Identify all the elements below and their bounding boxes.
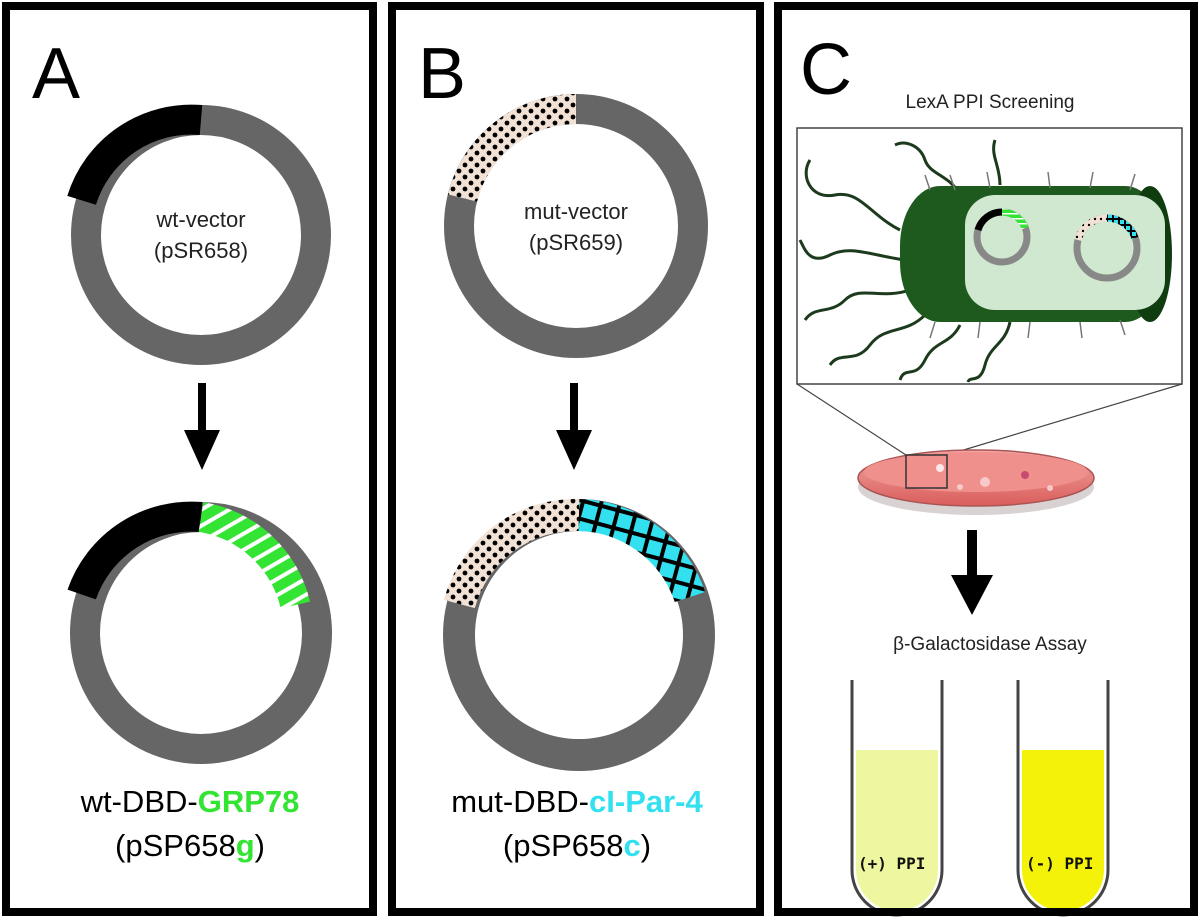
dbd-wt-segment bbox=[67, 104, 203, 206]
panel-a-letter: A bbox=[32, 34, 81, 114]
petri-dish bbox=[857, 449, 1095, 515]
arrow-a bbox=[184, 383, 220, 470]
caption-b-prefix: mut-DBD- bbox=[451, 784, 590, 819]
panel-c bbox=[774, 2, 1198, 916]
grp78-insert bbox=[198, 502, 311, 609]
zoom-line-left bbox=[796, 383, 907, 456]
dbd-wt-segment-2 bbox=[67, 501, 203, 600]
caption-a-id-prefix: (pSP658 bbox=[115, 828, 236, 863]
caption-a-gene: GRP78 bbox=[197, 784, 300, 819]
caption-b-id-suffix-letter: c bbox=[623, 828, 641, 863]
caption-b-id-prefix: (pSP658 bbox=[502, 828, 624, 863]
caption-a-id-close: ) bbox=[254, 828, 265, 863]
caption-b-line2: (pSP658c) bbox=[396, 824, 758, 868]
plasmid-b-name: mut-vector bbox=[524, 199, 628, 224]
tube-positive bbox=[850, 680, 944, 917]
plasmid-grp78 bbox=[67, 501, 332, 764]
caption-a: wt-DBD-GRP78 (pSP658g) bbox=[10, 780, 370, 868]
tube-negative bbox=[1016, 680, 1110, 917]
par4-insert bbox=[578, 499, 706, 603]
dbd-mut-segment bbox=[447, 94, 577, 202]
plasmid-wt-vector bbox=[67, 104, 331, 365]
plasmid-a-label: wt-vector (pSR658) bbox=[101, 204, 301, 266]
cell-plasmid-par4 bbox=[1073, 214, 1141, 282]
arrow-c bbox=[951, 530, 993, 615]
tube-negative-label: (-) PPI bbox=[1026, 854, 1094, 873]
plasmid-mut-vector bbox=[444, 94, 708, 358]
dbd-mut-segment-2 bbox=[443, 498, 580, 609]
caption-a-prefix: wt-DBD- bbox=[80, 784, 198, 819]
panel-a bbox=[2, 2, 377, 916]
screen-title: LexA PPI Screening bbox=[905, 92, 1075, 113]
flagella bbox=[798, 139, 1162, 383]
panel-b-letter: B bbox=[418, 34, 467, 114]
cell-plasmid-grp78 bbox=[973, 208, 1031, 266]
plasmid-a-id: (pSR658) bbox=[153, 238, 249, 263]
caption-b-gene: cI-Par-4 bbox=[589, 784, 703, 819]
caption-a-id-suffix-letter: g bbox=[235, 828, 255, 863]
caption-a-line1: wt-DBD-GRP78 bbox=[10, 780, 370, 824]
panel-c-letter: C bbox=[800, 30, 852, 110]
caption-b: mut-DBD-cI-Par-4 (pSP658c) bbox=[396, 780, 758, 868]
arrow-b bbox=[556, 383, 592, 470]
caption-a-line2: (pSP658g) bbox=[10, 824, 370, 868]
panel-b bbox=[388, 2, 764, 916]
pili bbox=[924, 171, 1136, 339]
tube-positive-label: (+) PPI bbox=[858, 854, 926, 873]
plasmid-par4 bbox=[443, 498, 715, 771]
caption-b-id-close: ) bbox=[640, 828, 652, 863]
assay-title: β-Galactosidase Assay bbox=[893, 634, 1087, 655]
plasmid-a-name: wt-vector bbox=[156, 207, 246, 232]
zoom-line-right bbox=[946, 383, 1183, 456]
plasmid-b-id: (pSR659) bbox=[528, 230, 624, 255]
caption-b-line1: mut-DBD-cI-Par-4 bbox=[396, 780, 758, 824]
plasmid-b-label: mut-vector (pSR659) bbox=[476, 196, 676, 258]
